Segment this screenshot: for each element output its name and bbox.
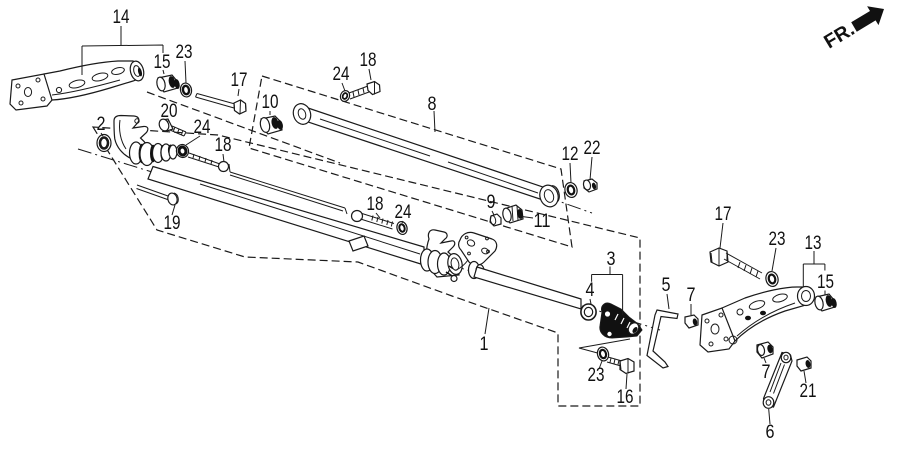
svg-text:18: 18	[360, 49, 377, 71]
svg-text:13: 13	[805, 232, 822, 254]
svg-text:1: 1	[480, 333, 489, 355]
svg-text:23: 23	[769, 228, 786, 250]
svg-text:23: 23	[588, 364, 605, 386]
svg-text:22: 22	[584, 137, 601, 159]
svg-text:24: 24	[194, 116, 211, 138]
svg-text:7: 7	[762, 361, 771, 383]
svg-text:4: 4	[586, 279, 595, 301]
svg-text:23: 23	[176, 41, 193, 63]
svg-text:8: 8	[428, 93, 437, 115]
svg-text:12: 12	[562, 143, 579, 165]
svg-text:15: 15	[817, 271, 834, 293]
svg-text:19: 19	[164, 212, 181, 234]
svg-text:24: 24	[333, 63, 350, 85]
svg-text:18: 18	[215, 134, 232, 156]
svg-text:17: 17	[231, 69, 248, 91]
svg-text:15: 15	[154, 51, 171, 73]
svg-text:14: 14	[113, 6, 130, 28]
svg-text:21: 21	[800, 380, 817, 402]
svg-text:18: 18	[367, 193, 384, 215]
svg-text:7: 7	[687, 284, 696, 306]
svg-text:24: 24	[395, 201, 412, 223]
svg-text:3: 3	[607, 248, 616, 270]
svg-text:16: 16	[617, 386, 634, 408]
svg-text:17: 17	[715, 203, 732, 225]
svg-text:9: 9	[487, 191, 496, 213]
svg-text:11: 11	[534, 210, 551, 232]
svg-text:2: 2	[97, 113, 106, 135]
svg-text:10: 10	[262, 91, 279, 113]
svg-text:20: 20	[161, 100, 178, 122]
svg-text:5: 5	[662, 274, 671, 296]
svg-text:6: 6	[766, 421, 775, 443]
